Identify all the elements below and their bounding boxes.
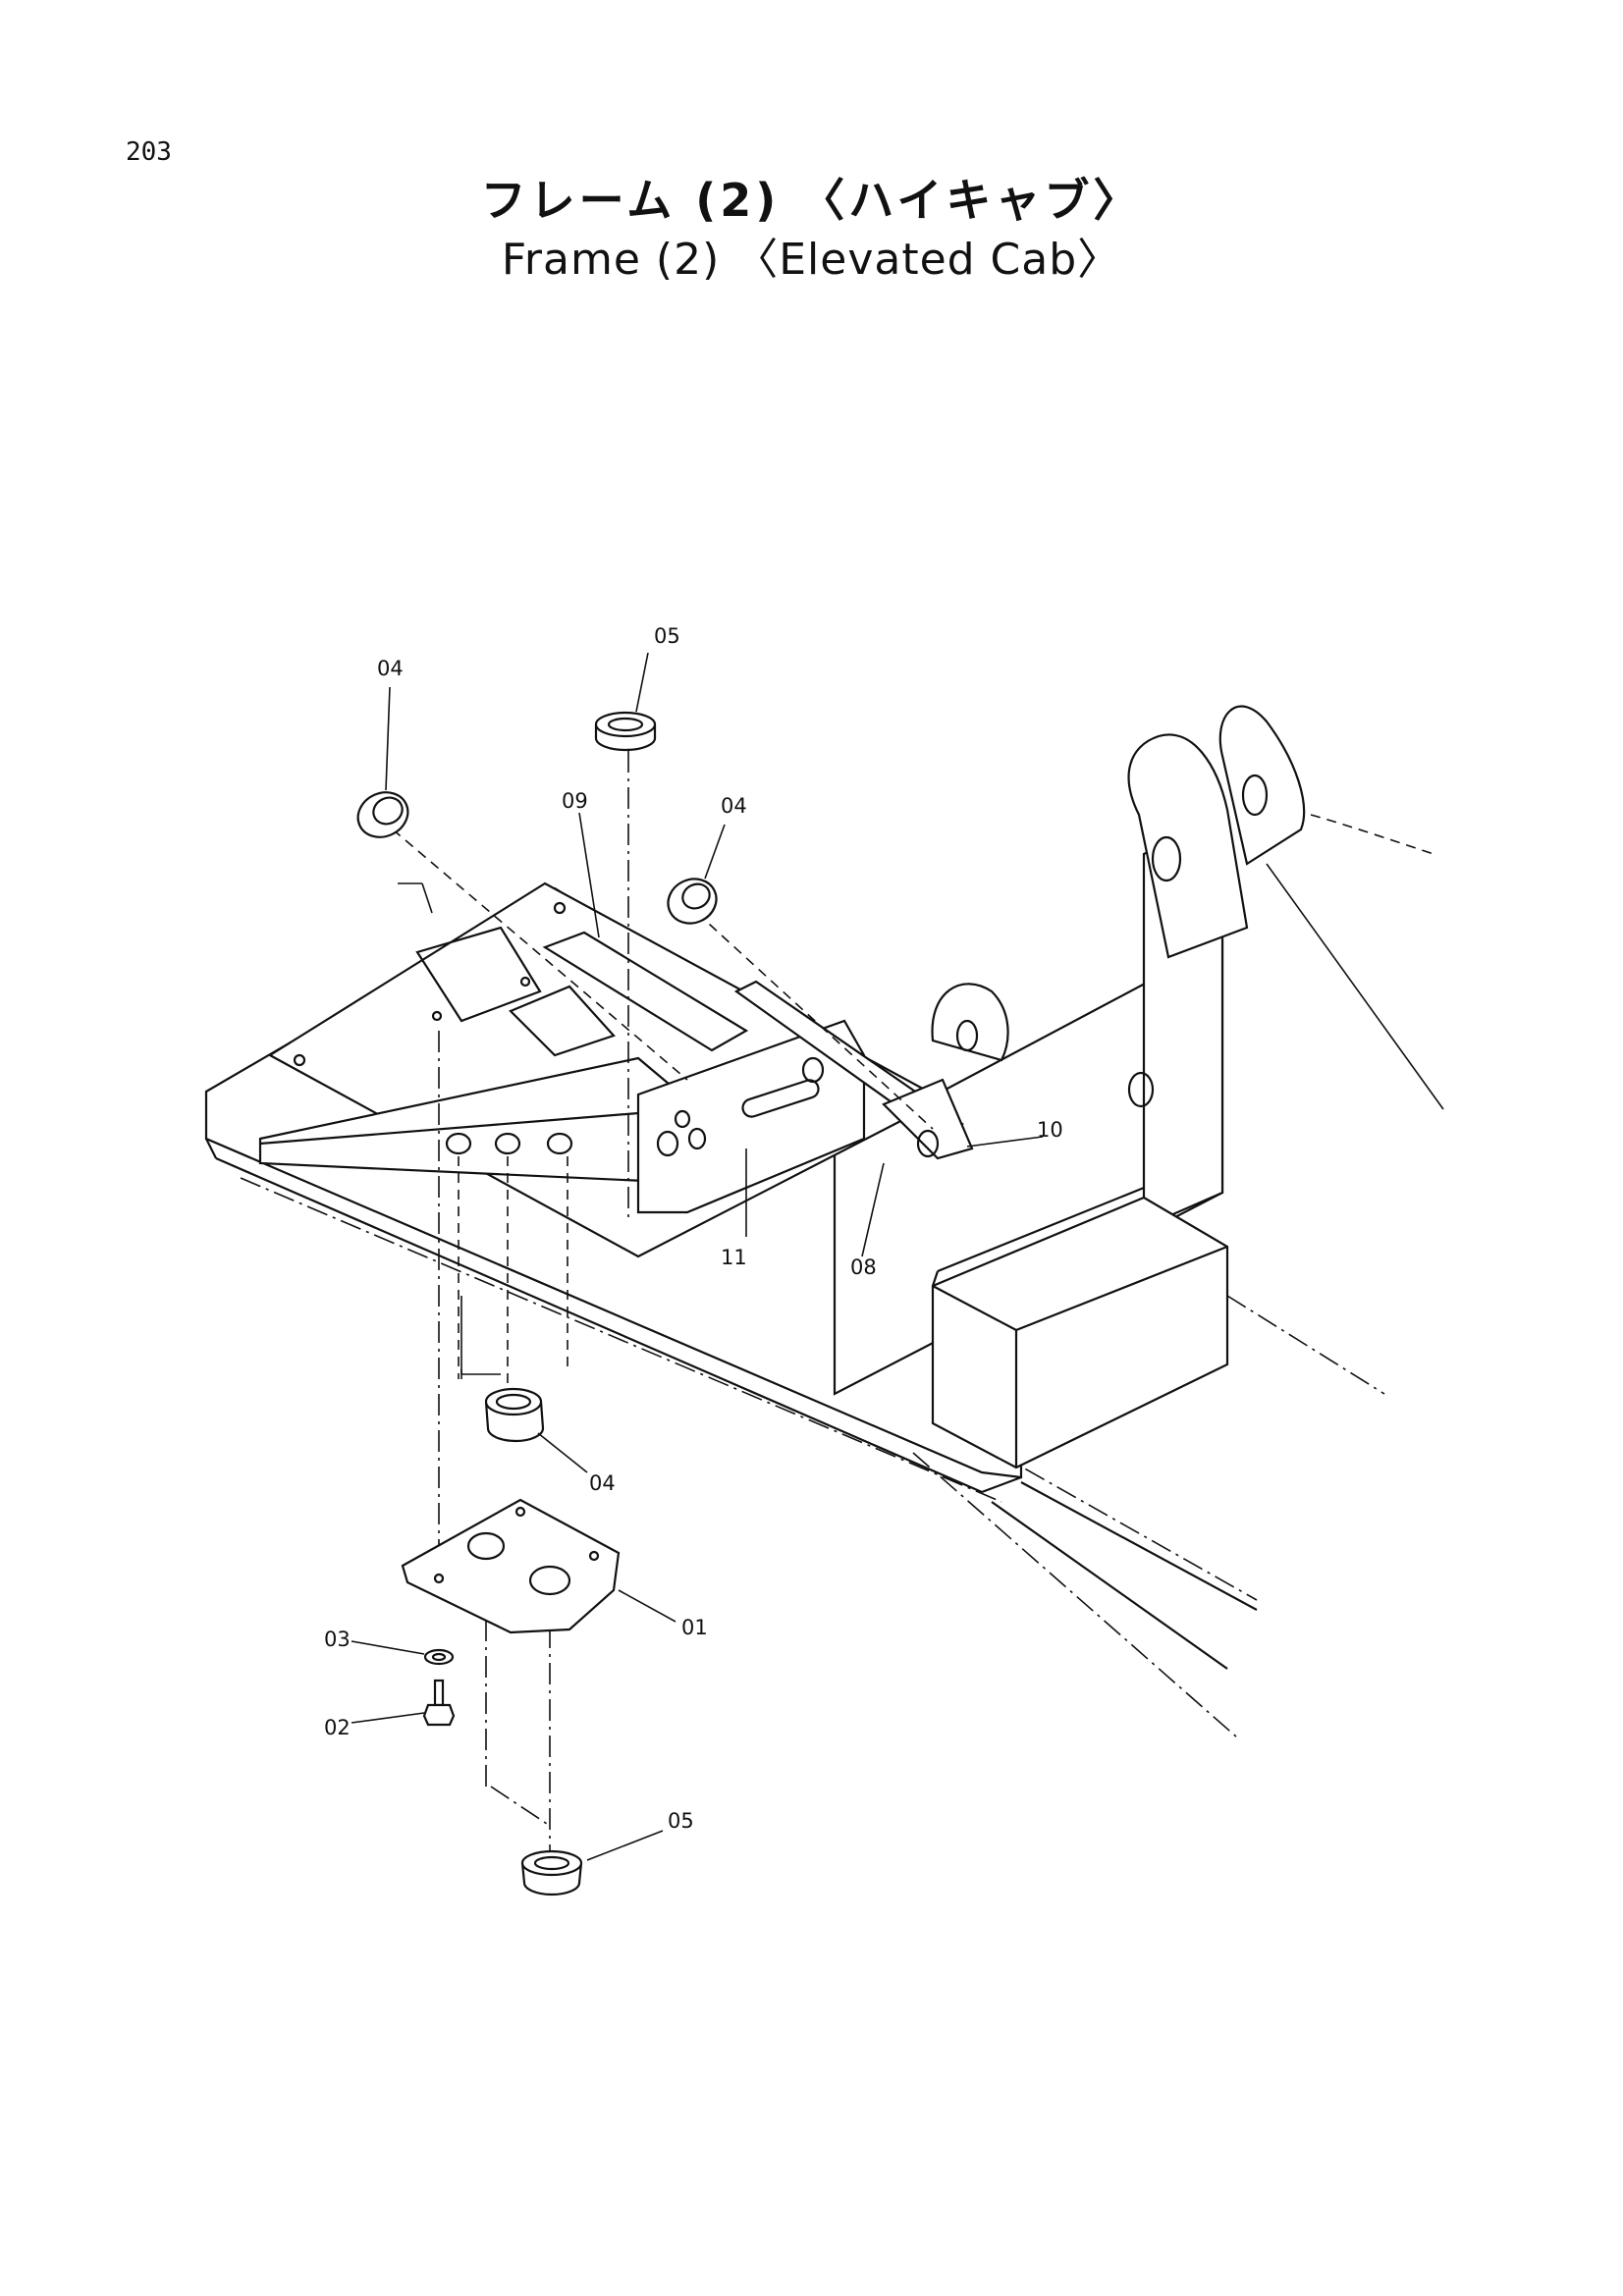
side-box [931,1186,1229,1469]
bushing-04-bottom [484,1387,545,1443]
callout-01: 01 [681,1616,708,1639]
callout-04-top-left: 04 [377,657,404,680]
bushing-05-top [594,711,657,752]
callouts: 04 05 09 04 10 11 08 04 01 03 02 05 [324,624,1063,1833]
callout-04-bottom: 04 [589,1471,616,1495]
washer-03 [423,1648,455,1666]
callout-04-top-right: 04 [721,794,747,818]
callout-05-top: 05 [654,624,680,648]
callout-10: 10 [1037,1118,1063,1142]
page-title-english: Frame (2) 〈Elevated Cab〉 [501,235,1122,285]
bolt-02 [422,1679,456,1727]
callout-02: 02 [324,1716,351,1739]
bushing-05-bottom [520,1849,583,1896]
callout-08: 08 [850,1255,877,1279]
bushing-04-top-right [667,878,718,925]
bushing-04-top-left [356,791,409,838]
upper-bracket [542,931,974,1160]
callout-11: 11 [721,1246,747,1269]
leader-lines [351,652,1044,1861]
callout-05-bottom: 05 [668,1809,694,1833]
center-lines [392,751,934,1855]
callout-03: 03 [324,1628,351,1651]
page-title-japanese: フレーム (2) 〈ハイキャブ〉 [480,174,1143,227]
callout-09: 09 [562,789,588,813]
plate-01 [401,1498,621,1634]
lower-bracket [258,1019,866,1214]
frame-body [204,705,1444,1738]
page-number: 203 [126,137,172,167]
